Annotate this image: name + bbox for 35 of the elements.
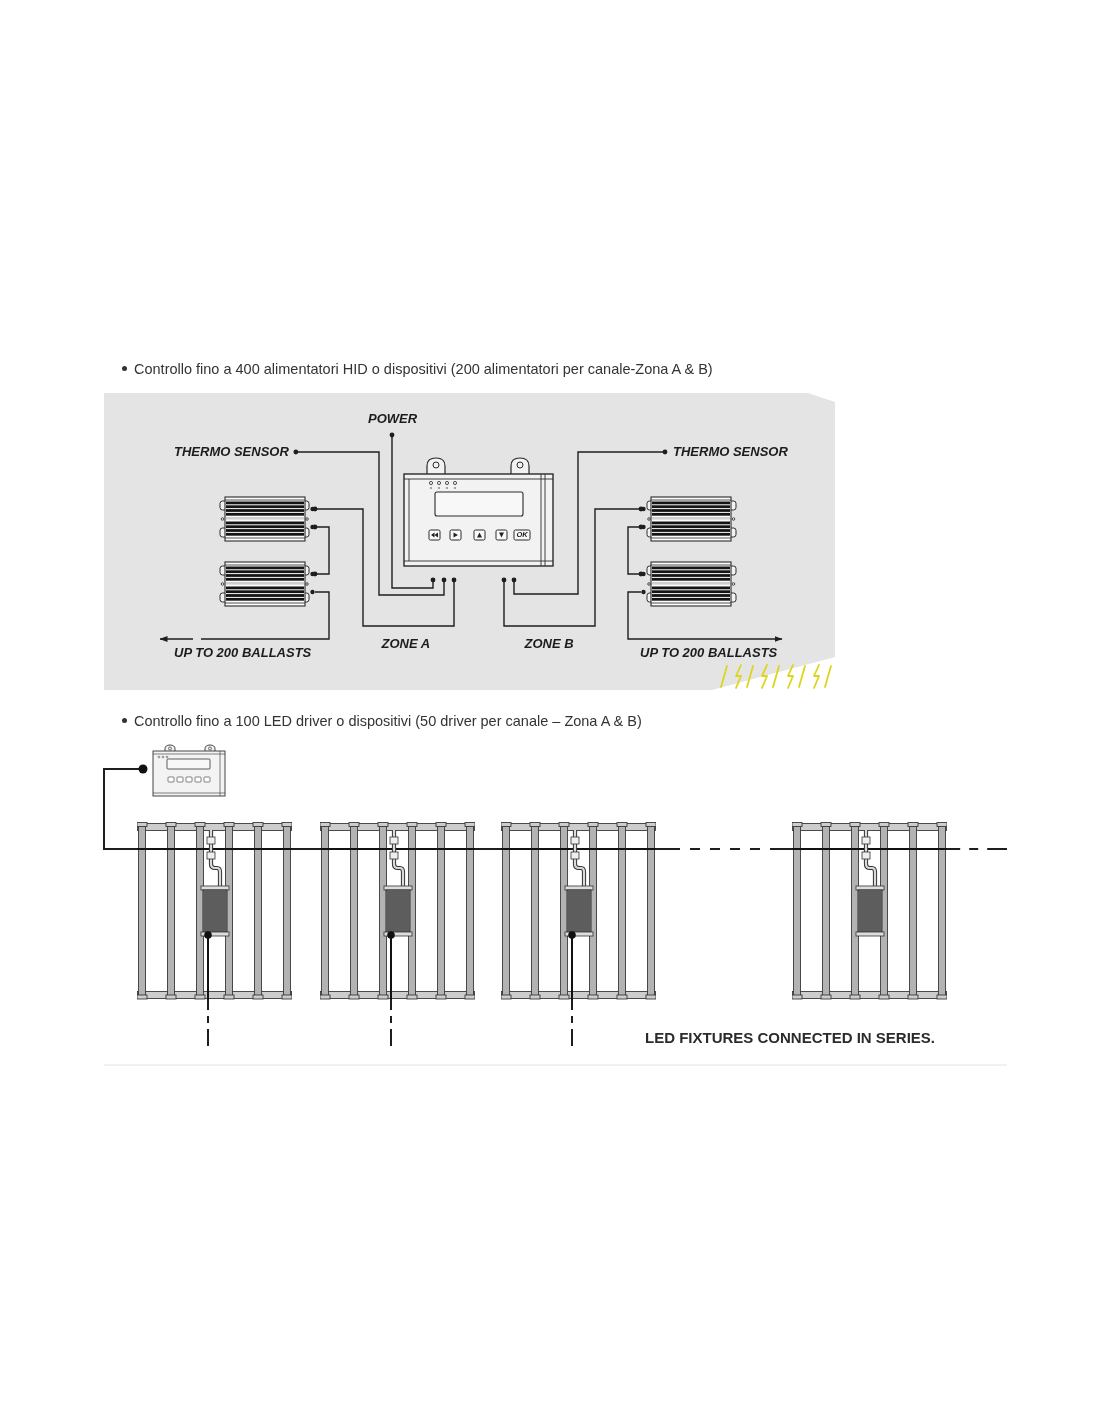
ballast-drawing	[216, 495, 315, 543]
wire	[103, 764, 148, 850]
edge-label: ZONE A	[381, 636, 431, 652]
led-fixture-drawing	[792, 822, 947, 1000]
led-fixture-drawing	[501, 822, 656, 1000]
list-item-text: Controllo fino a 100 LED driver o dispositivi (50 driver per canale – Zona A & B)	[134, 712, 642, 730]
note-text: LED FIXTURES CONNECTED IN SERIES.	[645, 1029, 936, 1047]
ballast-drawing	[641, 495, 740, 543]
edge-label: ZONE B	[524, 636, 574, 652]
edge-label: UP TO 200 BALLASTS	[640, 645, 778, 661]
wire	[474, 848, 502, 850]
wire-label: THERMO SENSOR	[665, 444, 788, 460]
wire	[511, 449, 668, 595]
wire	[389, 432, 436, 589]
wire	[627, 524, 644, 577]
wire	[207, 999, 209, 1047]
wire	[312, 506, 457, 627]
ballast-drawing	[641, 560, 740, 608]
wire	[293, 449, 447, 596]
wire-label: POWER	[368, 411, 418, 435]
ballast-drawing	[216, 560, 315, 608]
led-fixture-drawing	[137, 822, 292, 1000]
edge-label: UP TO 200 BALLASTS	[174, 645, 312, 661]
list-item-text: Controllo fino a 400 alimentatori HID o dispositivi (200 alimentatori per canale-Zona A & B)	[134, 360, 713, 378]
led-fixture-drawing	[320, 822, 475, 1000]
wire	[291, 848, 321, 850]
wire	[627, 591, 783, 642]
wire-label: THERMO SENSOR	[174, 444, 296, 460]
wire	[312, 524, 330, 577]
wire	[571, 999, 573, 1047]
wire	[390, 999, 392, 1047]
wire	[655, 848, 793, 850]
wire	[501, 506, 644, 627]
wire	[946, 848, 1008, 850]
wire	[159, 591, 330, 642]
